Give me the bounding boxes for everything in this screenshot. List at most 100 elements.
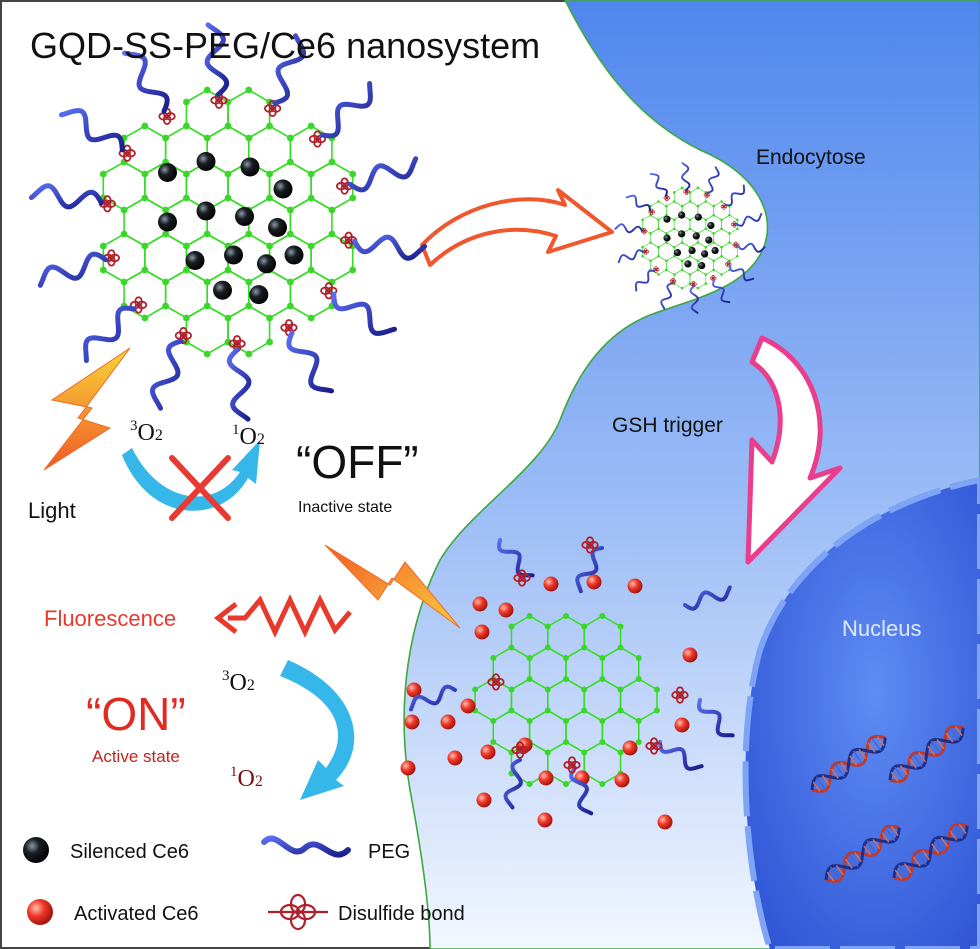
graphene-atom [286, 230, 294, 238]
graphene-atom [657, 218, 660, 222]
disulfide-bond [669, 277, 677, 285]
graphene-atom [141, 266, 149, 274]
peg-chain [625, 194, 651, 212]
off-conversion-arrow [122, 440, 260, 511]
graphene-atom [120, 206, 128, 214]
label-on: “ON” [86, 688, 186, 740]
activated-ce6 [406, 682, 422, 698]
dna-base-pair [927, 745, 936, 756]
graphene-atom [680, 186, 684, 190]
graphene-atom [581, 623, 588, 630]
peg-chain [150, 338, 184, 411]
graphene-atom [307, 194, 315, 202]
graphene-atom [526, 718, 533, 724]
graphene-atom [720, 227, 723, 231]
graphene-atom [141, 194, 149, 202]
graphene-atom [328, 158, 336, 166]
graphene-atom [563, 781, 569, 787]
graphene-atom [704, 200, 708, 203]
label-gsh-trigger: GSH trigger [612, 414, 723, 437]
dna-base-pair [848, 853, 859, 868]
graphene-atom [508, 623, 515, 630]
dna-base-pair [812, 781, 821, 792]
graphene-atom [665, 241, 668, 244]
oxygen-singlet-on: 1O2 [230, 764, 263, 792]
silenced-ce6 [240, 157, 260, 177]
graphene-atom [245, 350, 253, 358]
graphene-atom [508, 686, 515, 693]
graphene-atom [672, 227, 676, 231]
activated-ce6 [400, 760, 416, 776]
graphene-atom [183, 266, 190, 274]
peg-chain [735, 212, 763, 227]
oxygen-triplet-on: 3O2 [222, 668, 255, 696]
nucleus [742, 476, 980, 949]
peg-chain [569, 766, 594, 816]
graphene-atom [680, 286, 684, 290]
silenced-ce6 [705, 236, 713, 244]
graphene-atom [183, 98, 190, 106]
silenced-ce6 [711, 246, 719, 255]
dna-base-pair [958, 823, 967, 834]
graphene-atom [696, 204, 700, 208]
graphene-atom [599, 718, 606, 724]
graphene-atom [245, 86, 253, 94]
graphene-atom [526, 613, 533, 619]
graphene-atom [526, 655, 533, 661]
dna-base-pair [863, 845, 872, 856]
dna-base-pair [840, 762, 848, 773]
graphene-atom [641, 254, 644, 258]
graphene-atom [328, 230, 336, 238]
peg-chain [689, 285, 699, 314]
graphene-atom [736, 218, 739, 222]
silenced-ce6 [688, 246, 696, 255]
graphene-atom [649, 259, 652, 263]
disulfide-bond [648, 208, 655, 216]
legend-silenced-symbol [23, 837, 49, 863]
disulfide-bond [581, 536, 599, 554]
graphene-atom [544, 749, 551, 756]
graphene-ring [666, 255, 683, 275]
graphene-atom [653, 707, 660, 714]
dna-base-pair [890, 825, 899, 836]
graphene-atom [526, 781, 533, 787]
dna-base-pair [866, 840, 877, 855]
graphene-atom [728, 213, 731, 217]
graphene-atom [472, 686, 479, 693]
graphene-atom [672, 191, 676, 194]
dna-strand [888, 727, 965, 781]
graphene-atom [245, 278, 253, 286]
activated-ce6 [474, 624, 490, 640]
graphene-ring [673, 269, 691, 289]
silenced-ce6 [185, 251, 205, 270]
dna-base-pair [890, 771, 899, 782]
disulfide-bond [731, 221, 738, 228]
graphene-atom [680, 204, 684, 208]
graphene-atom [328, 206, 336, 214]
silenced-ce6 [684, 260, 692, 268]
graphene-atom [617, 686, 624, 693]
dna-base-pair [845, 858, 853, 869]
graphene-atom [490, 739, 497, 745]
dna-base-pair [884, 827, 896, 842]
activated-ce6 [447, 750, 463, 766]
graphene-atom [307, 266, 315, 274]
graphene-atom [657, 254, 660, 258]
graphene-atom [266, 194, 273, 202]
peg-chain [503, 758, 523, 810]
graphene-atom [349, 170, 357, 178]
graphene-atom [307, 170, 315, 178]
graphene-atom [286, 158, 294, 166]
dna-base-pair [834, 763, 845, 778]
activated-ce6 [472, 596, 488, 612]
disulfide-bond [683, 188, 690, 196]
dna-base-pair [826, 871, 835, 882]
graphene-atom [266, 242, 273, 250]
graphene-atom [544, 686, 551, 693]
graphene-atom [635, 655, 642, 661]
graphene-atom [696, 259, 700, 263]
disulfide-bond [210, 91, 228, 109]
graphene-atom [581, 644, 588, 651]
graphene-atom [617, 707, 624, 714]
graphene-ring [164, 269, 209, 319]
